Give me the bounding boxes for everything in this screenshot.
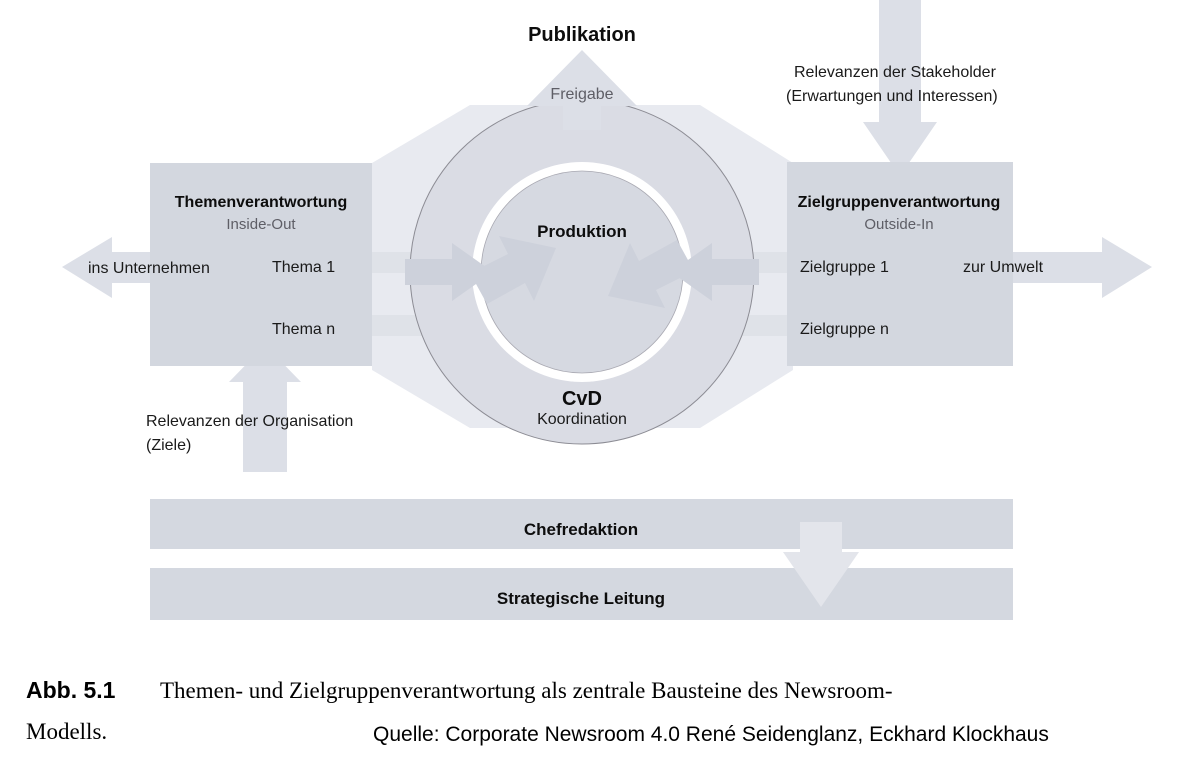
- inward-convergence-arrows: [405, 236, 759, 308]
- zielgruppe-1-label: Zielgruppe 1: [800, 259, 889, 276]
- produktion-label: Produktion: [537, 222, 627, 241]
- strategische-leitung-label: Strategische Leitung: [497, 589, 665, 608]
- zielgruppe-n-label: Zielgruppe n: [800, 321, 889, 338]
- themenverantwortung-subtitle: Inside-Out: [226, 216, 296, 233]
- relevanzen-organisation-line1: Relevanzen der Organisation: [146, 413, 353, 430]
- arrow-freigabe: [527, 50, 637, 130]
- freigabe-label: Freigabe: [550, 86, 613, 103]
- bar-chefredaktion: [150, 499, 1013, 549]
- relevanzen-organisation-line2: (Ziele): [146, 437, 191, 454]
- ins-unternehmen-label: ins Unternehmen: [88, 260, 210, 277]
- arrow-organisation-relevance: [229, 345, 301, 472]
- zielgruppenverantwortung-title: Zielgruppenverantwortung: [798, 194, 1001, 211]
- thema-1-label: Thema 1: [272, 259, 335, 276]
- themenverantwortung-block: [150, 163, 372, 366]
- arrow-editorial-to-strategy: [783, 522, 859, 607]
- zielgruppenverantwortung-block: [787, 162, 1013, 366]
- zur-umwelt-label: zur Umwelt: [963, 259, 1044, 276]
- publikation-label: Publikation: [528, 24, 636, 46]
- themenverantwortung-title: Themenverantwortung: [175, 194, 347, 211]
- caption-number: Abb. 5.1: [26, 677, 116, 703]
- cvd-subtitle-label: Koordination: [537, 411, 627, 428]
- relevanzen-stakeholder-line2: (Erwartungen und Interessen): [786, 88, 998, 105]
- caption-text-line1: Themen- und Zielgruppenverantwortung als…: [160, 678, 893, 703]
- bar-strategische-leitung: [150, 568, 1013, 620]
- arrow-stakeholder-relevance: [863, 0, 937, 176]
- chefredaktion-label: Chefredaktion: [524, 520, 638, 539]
- cvd-label: CvD: [562, 388, 602, 410]
- zielgruppenverantwortung-subtitle: Outside-In: [864, 216, 933, 233]
- caption-source: Quelle: Corporate Newsroom 4.0 René Seid…: [373, 723, 1049, 746]
- relevanzen-stakeholder-line1: Relevanzen der Stakeholder: [794, 64, 997, 81]
- thema-n-label: Thema n: [272, 321, 335, 338]
- caption-text-line2: Modells.: [26, 719, 107, 744]
